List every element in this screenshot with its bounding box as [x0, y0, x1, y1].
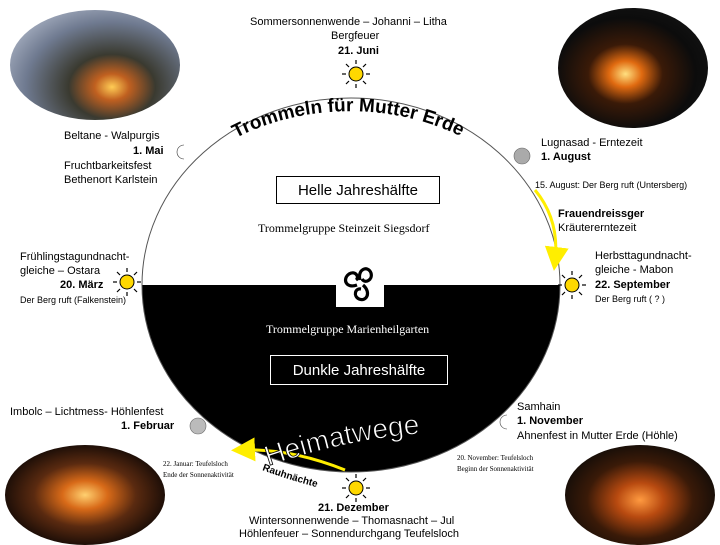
full-moon-icon-imbolc: [189, 417, 207, 435]
title-arc-text: Trommeln für Mutter Erde: [229, 95, 468, 142]
imbolc-line1: Imbolc – Lichtmess- Höhlenfest: [10, 406, 164, 418]
autumn-note: Der Berg ruft ( ? ): [595, 294, 666, 304]
full-moon-icon-lugnasad: [513, 147, 531, 165]
winter-line2: Höhlenfeuer – Sonnendurchgang Teufelsloc…: [239, 528, 459, 540]
winter-line1: Wintersonnenwende – Thomasnacht – Jul: [249, 515, 455, 527]
sun-icon-spring: [113, 268, 141, 296]
photo-summer-bonfire: [10, 10, 180, 120]
light-half-box: Helle Jahreshälfte: [276, 176, 440, 204]
samhain-line3: Ahnenfest in Mutter Erde (Höhle): [517, 430, 678, 442]
photo-february-fire: [5, 445, 165, 545]
beltane-line4: Bethenort Karlstein: [64, 174, 158, 186]
light-half-label: Helle Jahreshälfte: [297, 181, 419, 199]
crescent-moon-icon-samhain: [499, 414, 508, 430]
beltane-date: 1. Mai: [133, 145, 164, 157]
dark-half-label: Dunkle Jahreshälfte: [292, 361, 426, 379]
samhain-date: 1. November: [517, 415, 584, 427]
sun-icon-autumn: [558, 271, 586, 299]
note-november-line1: 20. November: Teufelsloch: [457, 454, 534, 462]
autumn-line2: gleiche - Mabon: [595, 264, 674, 276]
photo-august-bonfire: [558, 8, 708, 128]
imbolc-date: 1. Februar: [121, 420, 175, 432]
berg-untersberg-note: 15. August: Der Berg ruft (Untersberg): [535, 180, 688, 190]
autumn-date: 22. September: [595, 279, 671, 291]
spring-line1: Frühlingstagundnacht-: [20, 251, 130, 263]
note-january-line1: 22. Januar: Teufelsloch: [163, 460, 228, 468]
beltane-line1: Beltane - Walpurgis: [64, 130, 160, 142]
arrow-winter: [231, 437, 346, 472]
summer-date: 21. Juni: [338, 45, 379, 57]
arrow-autumn: [533, 189, 569, 271]
group-dark-label: Trommelgruppe Marienheilgarten: [266, 322, 430, 336]
autumn-line1: Herbsttagundnacht-: [595, 250, 692, 262]
triskele-icon: [336, 259, 384, 307]
sun-icon-summer: [342, 60, 370, 88]
lugnasad-line1: Lugnasad - Erntezeit: [541, 137, 643, 149]
lugnasad-date: 1. August: [541, 151, 591, 163]
winter-date: 21. Dezember: [318, 502, 389, 514]
spring-date: 20. März: [60, 279, 104, 291]
sun-icon-winter: [342, 474, 370, 502]
frauen-line1: Frauendreissger: [558, 208, 645, 220]
frauen-line2: Kräutererntezeit: [558, 222, 637, 234]
summer-line1: Sommersonnenwende – Johanni – Litha: [250, 16, 447, 28]
note-january-line2: Ende der Sonnenaktivität: [163, 471, 234, 479]
photo-november-fire: [565, 445, 715, 545]
crescent-moon-icon-beltane: [176, 144, 185, 160]
group-light-label: Trommelgruppe Steinzeit Siegsdorf: [258, 221, 430, 235]
note-november-line2: Beginn der Sonnenaktivität: [457, 465, 534, 473]
dark-half-box: Dunkle Jahreshälfte: [270, 355, 448, 385]
spring-line2: gleiche – Ostara: [20, 265, 101, 277]
samhain-line1: Samhain: [517, 401, 561, 413]
spring-note: Der Berg ruft (Falkenstein): [20, 295, 127, 305]
summer-line2: Bergfeuer: [331, 30, 380, 42]
beltane-line3: Fruchtbarkeitsfest: [64, 160, 152, 172]
